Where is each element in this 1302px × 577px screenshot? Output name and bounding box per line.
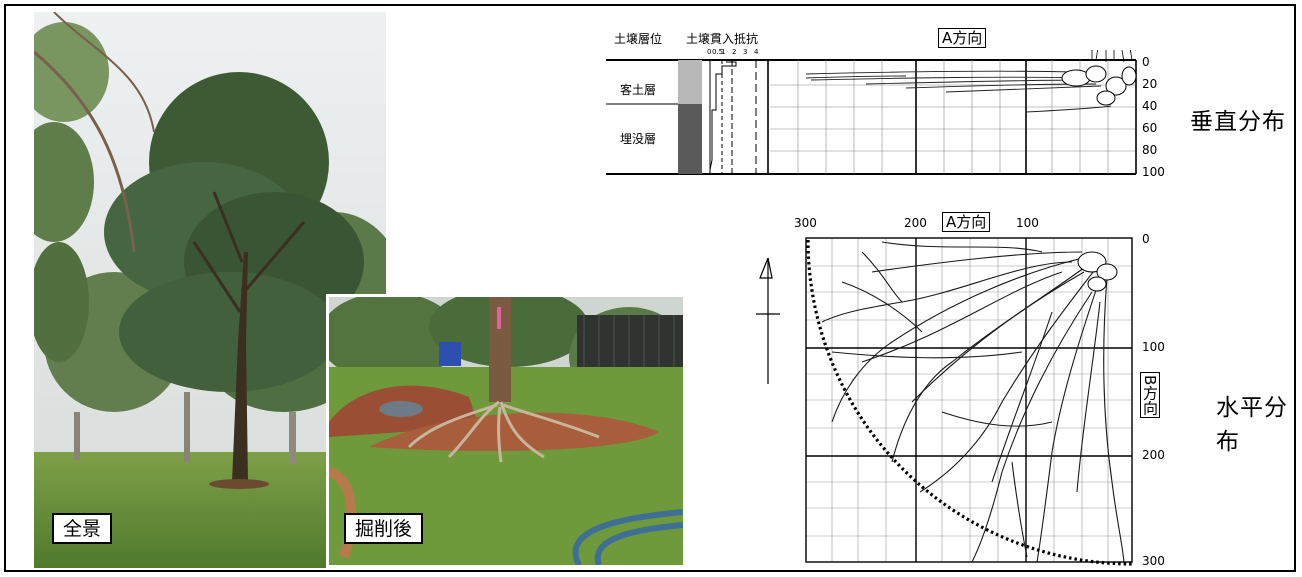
north-arrow-icon xyxy=(756,257,780,384)
a-axis-tick: 100 xyxy=(1016,216,1039,230)
penetration-tick: 0.5 xyxy=(712,48,724,56)
excavation-photo xyxy=(326,294,686,568)
depth-tick: 100 xyxy=(1142,165,1165,179)
depth-tick: 20 xyxy=(1142,77,1158,91)
penetration-tick: 3 xyxy=(743,48,748,56)
penetration-tick: 4 xyxy=(754,48,759,56)
a-axis-tick: 300 xyxy=(794,216,817,230)
depth-tick: 40 xyxy=(1142,99,1158,113)
soil-horizon-header: 土壌層位 xyxy=(614,32,663,46)
a-direction-label-horizontal: A方向 xyxy=(942,212,991,232)
b-axis-tick: 300 xyxy=(1142,554,1165,568)
a-axis-tick: 200 xyxy=(904,216,927,230)
b-axis-tick: 100 xyxy=(1142,340,1165,354)
depth-tick: 80 xyxy=(1142,143,1158,157)
vertical-distribution-title: 垂直分布 xyxy=(1190,109,1286,135)
penetration-header: 土壌貫入抵抗 xyxy=(686,32,759,46)
excavation-label: 掘削後 xyxy=(344,513,424,544)
b-axis-tick: 0 xyxy=(1142,232,1150,246)
penetration-tick: 1 xyxy=(721,48,726,56)
a-direction-label-vertical: A方向 xyxy=(938,28,987,48)
b-axis-tick: 200 xyxy=(1142,448,1165,462)
layer-label-buried: 埋没層 xyxy=(620,132,657,146)
depth-tick: 60 xyxy=(1142,121,1158,135)
figure-frame: 全景 xyxy=(4,4,1296,572)
b-direction-label: B方向 xyxy=(1140,372,1160,419)
overview-label: 全景 xyxy=(52,513,113,544)
penetration-tick: 0 xyxy=(707,48,712,56)
horizontal-distribution-title: 水平分布 xyxy=(1216,395,1288,455)
layer-label-fill-soil: 客土層 xyxy=(620,83,657,97)
penetration-tick: 2 xyxy=(732,48,737,56)
depth-tick: 0 xyxy=(1142,55,1150,69)
horizontal-plan xyxy=(805,237,1133,566)
vertical-profile xyxy=(606,50,1137,175)
